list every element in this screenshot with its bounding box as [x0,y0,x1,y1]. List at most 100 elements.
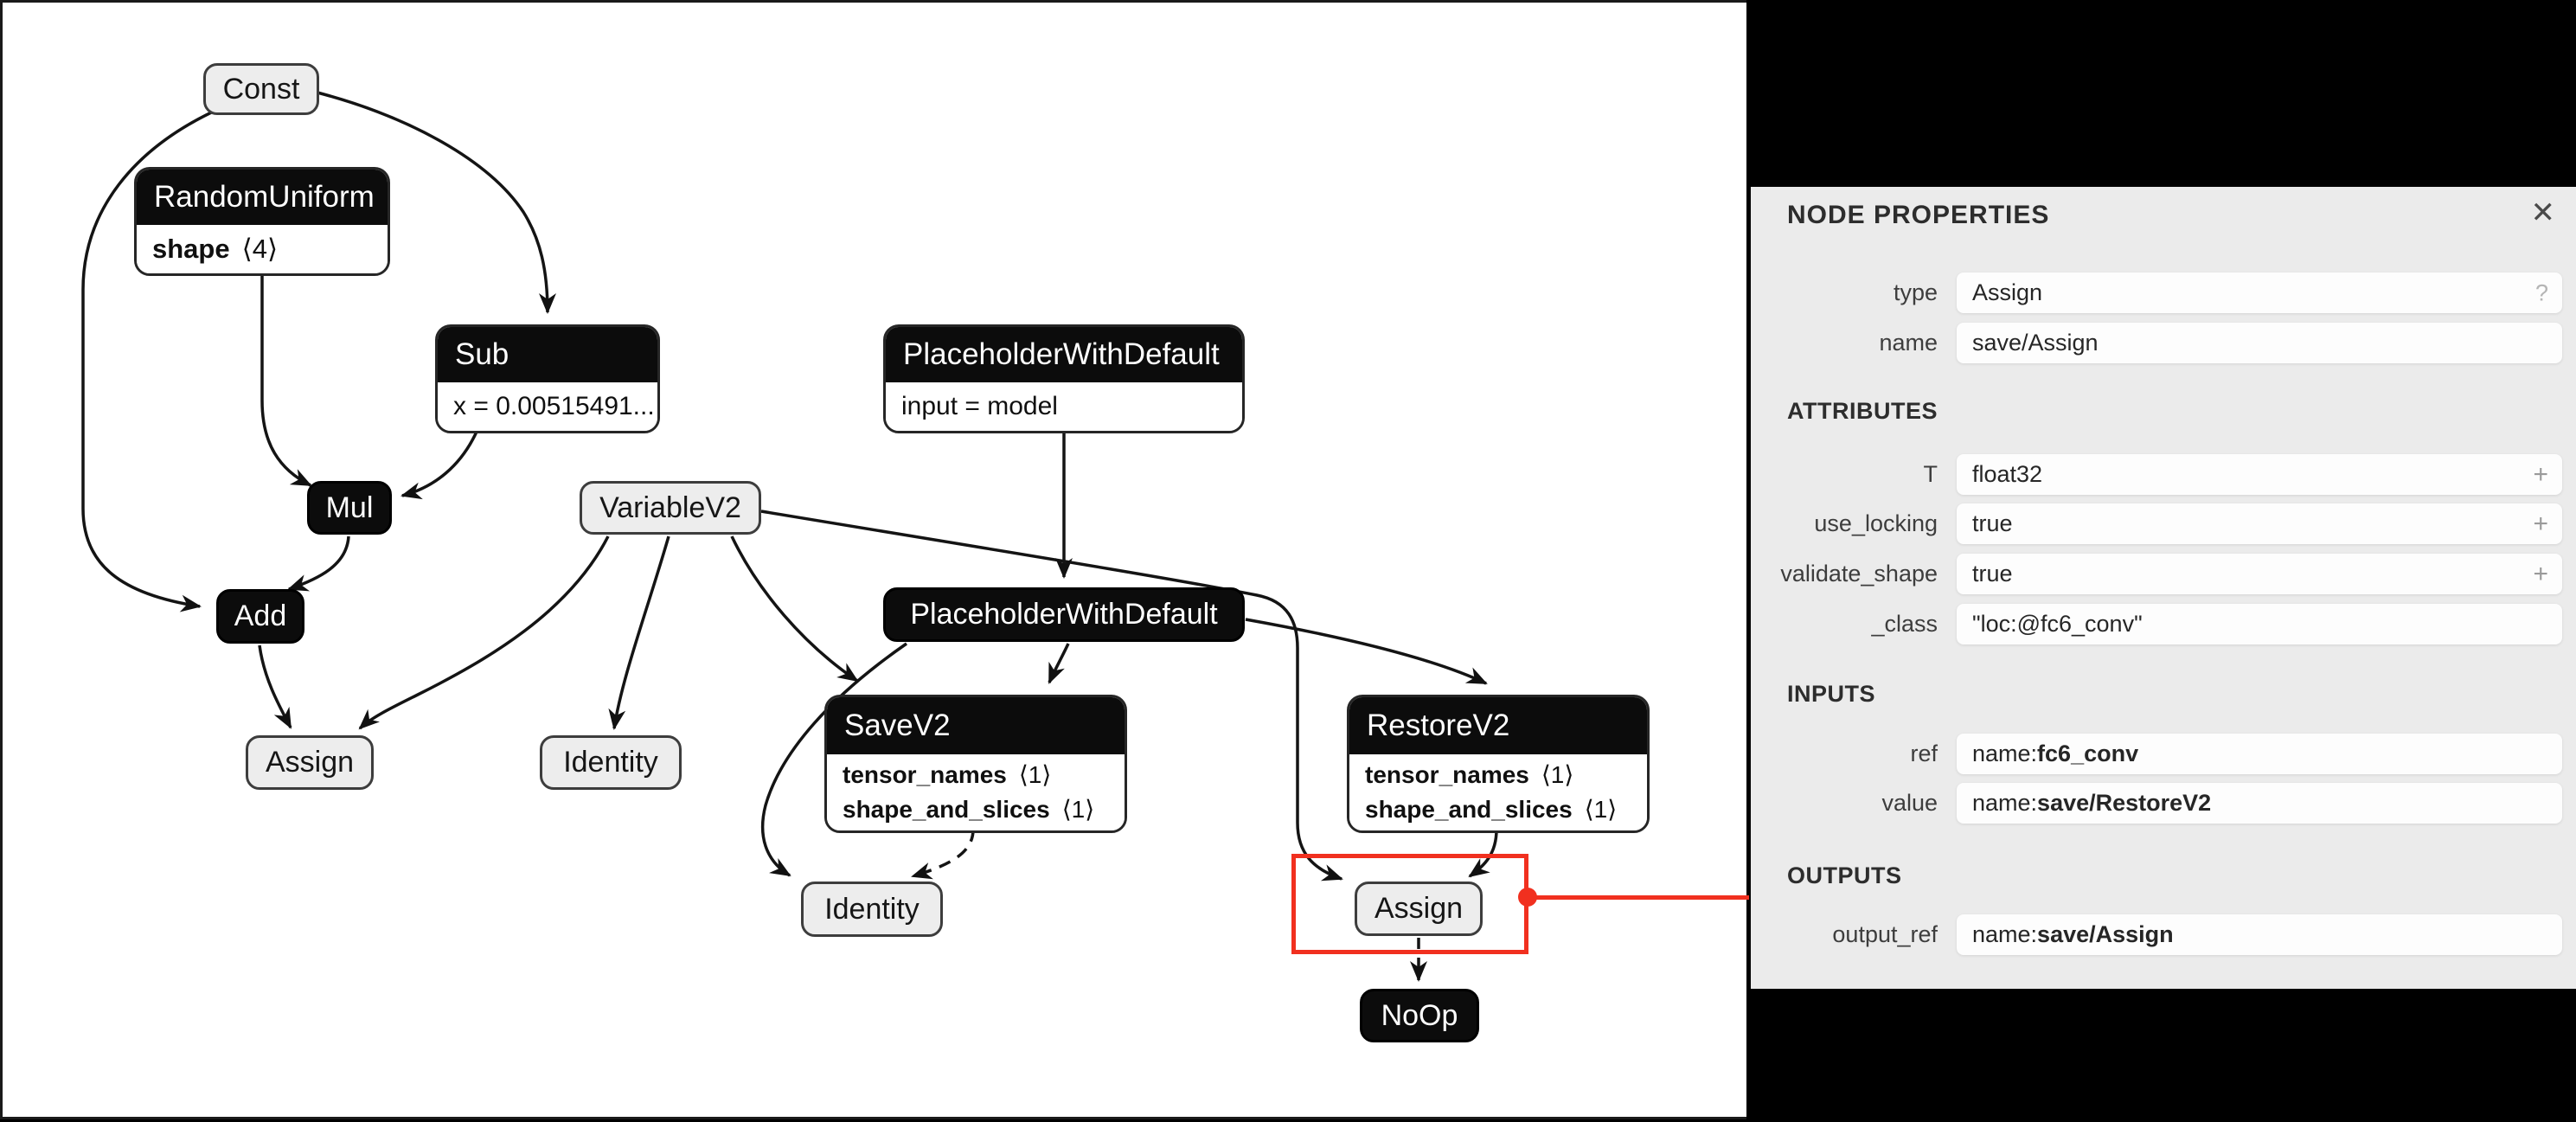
ref-field[interactable]: name: fc6_conv [1957,734,2562,774]
edge-variablev2-assign-selected [760,510,1343,882]
node-random-uniform[interactable]: RandomUniform shape ⟨4⟩ [134,167,390,276]
edge-sub-mul [400,431,478,500]
const-value: x = 0.00515491... [453,392,655,420]
field-value: fc6_conv [2037,741,2139,766]
node-body: input = model [886,382,1242,431]
value-field[interactable]: name: save/RestoreV2 [1957,783,2562,824]
node-attrs: shape ⟨4⟩ [137,225,388,273]
graph-edges [81,91,1498,982]
attr-dim: ⟨1⟩ [1061,796,1095,823]
attr-dim: ⟨1⟩ [1541,761,1574,788]
row-ref: ref name: fc6_conv [1751,734,2576,774]
node-body: x = 0.00515491... [438,382,657,431]
node-title: RestoreV2 [1349,697,1647,754]
edge-placeholder2-savev2 [1048,643,1070,684]
add-icon[interactable]: + [2533,559,2548,588]
node-attrs: tensor_names ⟨1⟩ shape_and_slices ⟨1⟩ [1349,754,1647,830]
field-label: _class [1871,611,1938,637]
node-label: Const [222,72,300,106]
close-icon[interactable]: ✕ [2530,196,2556,229]
outputs-heading: OUTPUTS [1787,862,1902,888]
edge-variablev2-savev2 [730,535,859,683]
info-column: NODE PROPERTIES ✕ type Assign ? name sav… [1746,0,2576,1119]
type-field[interactable]: Assign ? [1957,272,2562,313]
attr-dim: ⟨1⟩ [1018,761,1052,788]
node-label: Assign [265,746,355,779]
field-value: float32 [1972,461,2043,487]
selection-box [1291,854,1528,954]
node-assign-selected[interactable]: Assign [1355,882,1483,936]
field-label: type [1893,279,1938,305]
input-value: input = model [901,392,1058,420]
node-restorev2[interactable]: RestoreV2 tensor_names ⟨1⟩ shape_and_sli… [1347,695,1650,833]
field-value: "loc:@fc6_conv" [1972,611,2143,637]
node-label: NoOp [1381,998,1458,1032]
name-field[interactable]: save/Assign [1957,323,2562,363]
field-value: save/RestoreV2 [2037,790,2212,816]
help-icon[interactable]: ? [2534,279,2548,305]
validate-shape-field[interactable]: true + [1957,554,2562,594]
node-label: PlaceholderWithDefault [910,598,1218,631]
node-placeholder-with-default-2[interactable]: PlaceholderWithDefault [883,587,1245,642]
attr-name: shape [152,234,230,264]
field-prefix: name: [1972,921,2038,947]
node-add[interactable]: Add [216,589,304,644]
node-title: PlaceholderWithDefault [886,327,1242,382]
t-field[interactable]: float32 + [1957,454,2562,495]
node-label: Mul [325,490,374,524]
field-value: true [1972,561,2013,587]
edge-variablev2-identity [608,535,670,730]
field-label: name [1879,330,1938,356]
row-value: value name: save/RestoreV2 [1751,783,2576,824]
node-noop[interactable]: NoOp [1360,989,1479,1042]
panel-title: NODE PROPERTIES [1787,201,2050,229]
edge-const-add [81,106,221,612]
add-icon[interactable]: + [2533,509,2548,538]
node-label: VariableV2 [599,490,741,524]
selection-reference-line [1526,895,1749,900]
node-const[interactable]: Const [203,63,319,115]
attr-dim: ⟨4⟩ [241,234,279,264]
edge-variablev2-assign-left [358,535,610,730]
node-title: SaveV2 [827,697,1125,754]
node-sub[interactable]: Sub x = 0.00515491... [435,324,660,433]
edge-const-sub [317,91,556,314]
field-label: use_locking [1814,510,1938,536]
field-value: save/Assign [2037,921,2174,947]
edge-mul-add [287,535,350,592]
field-label: output_ref [1832,921,1938,947]
node-variablev2[interactable]: VariableV2 [580,481,761,535]
add-icon[interactable]: + [2533,459,2548,489]
field-label: ref [1910,741,1938,766]
graph-canvas[interactable]: Const RandomUniform shape ⟨4⟩ Sub x = 0.… [0,0,1746,1119]
use-locking-field[interactable]: true + [1957,503,2562,544]
node-savev2[interactable]: SaveV2 tensor_names ⟨1⟩ shape_and_slices… [824,695,1127,833]
node-identity-bottom[interactable]: Identity [801,882,943,937]
node-attrs: tensor_names ⟨1⟩ shape_and_slices ⟨1⟩ [827,754,1125,830]
field-label: validate_shape [1780,561,1938,587]
edge-randomuniform-mul [260,272,312,487]
node-placeholder-with-default-1[interactable]: PlaceholderWithDefault input = model [883,324,1245,433]
edge-placeholder2-restorev2 [1245,618,1488,685]
field-value: save/Assign [1972,330,2099,356]
edge-savev2-identity-bottom-control [911,829,975,880]
node-label: Identity [563,746,658,779]
node-mul[interactable]: Mul [307,481,392,535]
class-field[interactable]: "loc:@fc6_conv" [1957,604,2562,644]
attr-name: shape_and_slices [1365,796,1573,823]
node-properties-panel: NODE PROPERTIES ✕ type Assign ? name sav… [1751,187,2576,989]
node-assign-left[interactable]: Assign [246,735,374,790]
field-prefix: name: [1972,790,2038,816]
field-label: value [1881,790,1938,816]
row-output-ref: output_ref name: save/Assign [1751,914,2576,955]
node-title: Sub [438,327,657,382]
row-validate-shape: validate_shape true + [1751,554,2576,594]
row-t: T float32 + [1751,454,2576,495]
attr-name: tensor_names [1365,761,1529,788]
attr-name: shape_and_slices [843,796,1050,823]
edge-placeholder2-identity-bottom [761,642,907,877]
node-identity-mid[interactable]: Identity [540,735,682,790]
selection-reference-dot [1518,888,1537,907]
output-ref-field[interactable]: name: save/Assign [1957,914,2562,955]
